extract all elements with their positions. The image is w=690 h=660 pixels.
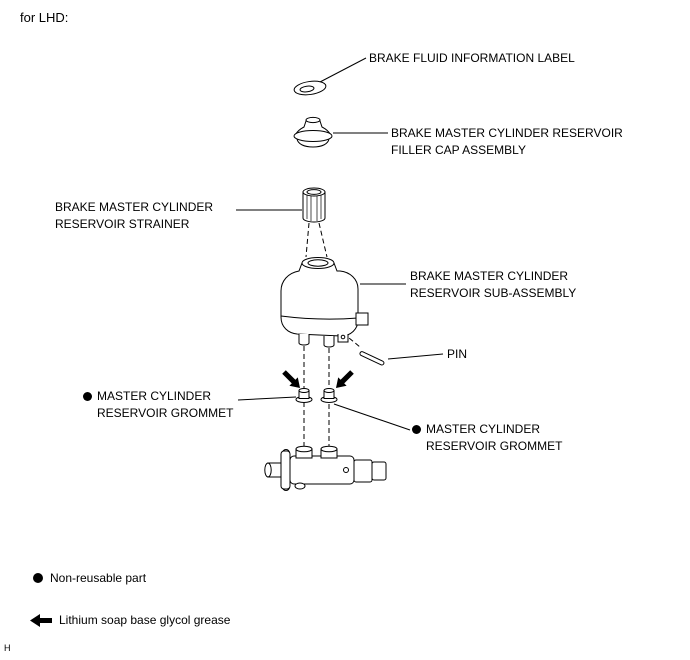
leader-lines [236,57,444,431]
leader-fluid-info [319,57,367,83]
label-pin: PIN [447,346,467,363]
label-strainer: BRAKE MASTER CYLINDER RESERVOIR STRAINER [55,199,213,233]
label-filler-cap-line1: BRAKE MASTER CYLINDER RESERVOIR [391,126,623,140]
label-grommet-right: MASTER CYLINDER RESERVOIR GROMMET [412,421,562,455]
grommet-left-drawing [295,388,313,403]
filler-cap-drawing [293,116,333,148]
label-filler-cap: BRAKE MASTER CYLINDER RESERVOIR FILLER C… [391,125,623,159]
legend-grease-text: Lithium soap base glycol grease [59,613,231,627]
label-fluid-info: BRAKE FLUID INFORMATION LABEL [369,50,575,67]
grease-arrow-icon [30,613,52,627]
label-grommet-right-line1: MASTER CYLINDER [426,422,541,436]
grease-arrow-left-icon [282,370,300,388]
non-reusable-icon [83,392,92,401]
grommet-right-drawing [320,388,338,403]
strainer-drawing [302,187,326,223]
grease-arrow-right-icon [336,370,354,388]
label-grommet-right-line2: RESERVOIR GROMMET [426,439,563,453]
reservoir-drawing [280,257,369,348]
label-grommet-left-line2: RESERVOIR GROMMET [97,406,234,420]
label-strainer-line1: BRAKE MASTER CYLINDER [55,200,214,214]
leader-grommet-left [237,396,297,401]
label-grommet-left: MASTER CYLINDER RESERVOIR GROMMET [83,388,233,422]
leader-grommet-right [333,403,411,431]
non-reusable-icon [33,573,43,583]
pin-drawing [359,351,385,366]
label-reservoir-line1: BRAKE MASTER CYLINDER [410,269,569,283]
label-reservoir: BRAKE MASTER CYLINDER RESERVOIR SUB-ASSE… [410,268,576,302]
master-cylinder-drawing [264,445,387,491]
page-footer-mark: H [4,643,11,653]
legend-non-reusable: Non-reusable part [33,571,146,585]
fluid-label-part-drawing [293,80,327,96]
label-fluid-info-text: BRAKE FLUID INFORMATION LABEL [369,51,575,65]
label-filler-cap-line2: FILLER CAP ASSEMBLY [391,143,526,157]
legend-non-reusable-text: Non-reusable part [50,571,147,585]
label-pin-text: PIN [447,347,468,361]
variant-heading: for LHD: [20,10,69,25]
non-reusable-icon [412,425,421,434]
label-reservoir-line2: RESERVOIR SUB-ASSEMBLY [410,286,577,300]
label-strainer-line2: RESERVOIR STRAINER [55,217,190,231]
legend-grease: Lithium soap base glycol grease [30,613,230,627]
label-grommet-left-line1: MASTER CYLINDER [97,389,212,403]
leader-pin [387,353,444,360]
